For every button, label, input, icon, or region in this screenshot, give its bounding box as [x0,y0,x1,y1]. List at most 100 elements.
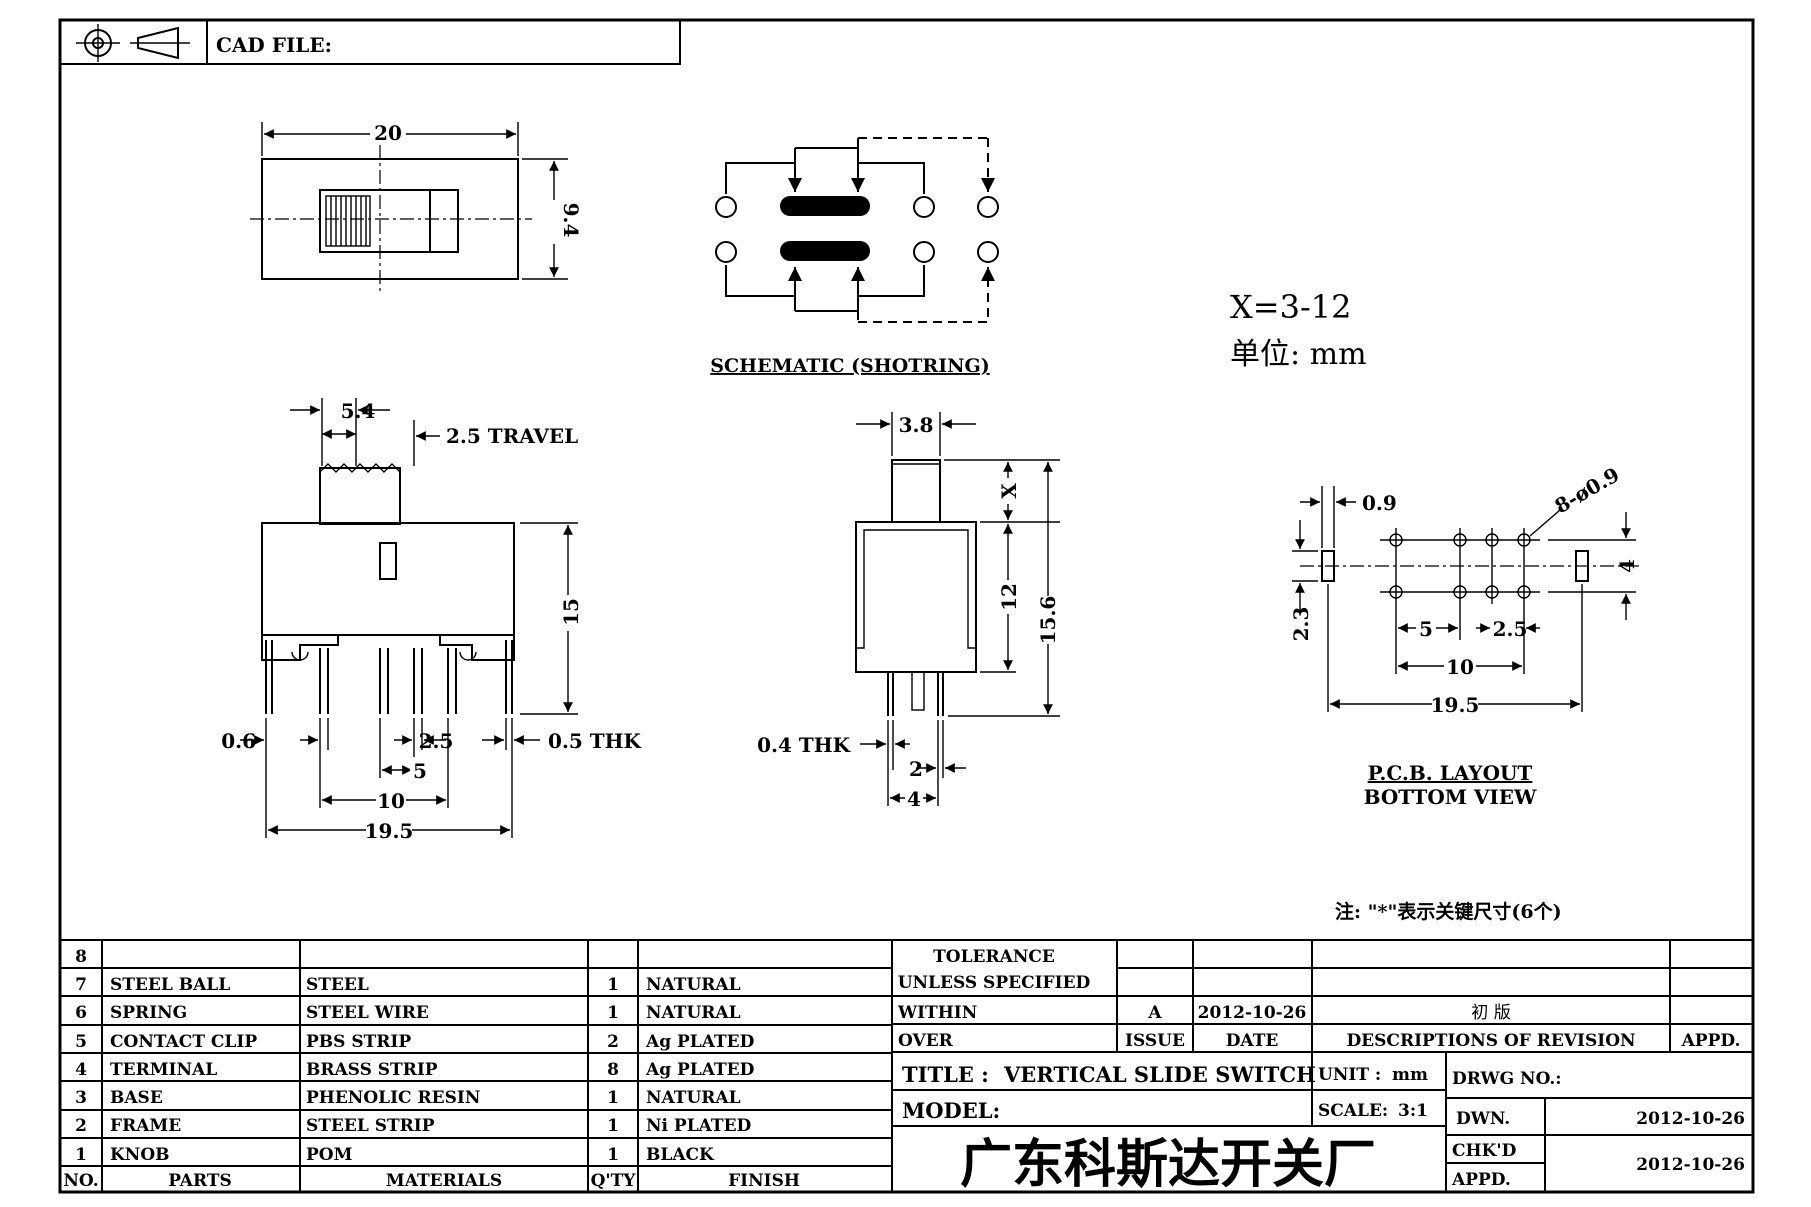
pcb-row-gap-dim: 4 [1615,559,1639,573]
title-block: TOLERANCE UNLESS SPECIFIED WITHIN OVER A… [892,940,1753,1195]
bom-row-6-qty: 1 [607,1003,619,1023]
schematic-diagram: SCHEMATIC (SHOTRING) [710,137,999,377]
bom-row-5-material: PBS STRIP [306,1032,411,1052]
range-unit: 单位: mm [1230,337,1367,372]
side-knob-width-dim: 3.8 [899,413,934,437]
bom-row-7-material: STEEL [306,975,369,995]
range-note: X=3-12 单位: mm [1230,288,1367,372]
front-thickness-dim: 0.5 THK [548,729,642,753]
front-overall-dim: 19.5 [365,819,414,843]
revision-description-label: DESCRIPTIONS OF REVISION [1346,1031,1635,1051]
pcb-mid-pitch-dim: 5 [1419,617,1433,641]
bom-row-1-finish: BLACK [646,1145,715,1165]
bom-row-4-no: 4 [75,1060,87,1080]
tolerance-over: OVER [898,1031,954,1051]
bom-row-2-no: 2 [75,1116,87,1136]
bom-row-6-no: 6 [75,1003,87,1023]
bom-row-3-part: BASE [110,1088,163,1108]
bom-row-1-no: 1 [75,1145,87,1165]
bom-row-7-no: 7 [75,975,87,995]
front-wide-pitch-dim: 10 [377,789,405,813]
drwg-no-label: DRWG NO.: [1452,1069,1562,1089]
front-mid-pitch-dim: 5 [413,759,427,783]
bom-header-qty: Q'TY [591,1171,637,1191]
side-thickness-dim: 0.4 THK [757,733,851,757]
revision-issue-label: ISSUE [1125,1031,1185,1051]
pcb-subtitle: BOTTOM VIEW [1364,785,1537,809]
side-total-height-dim: 15.6 [1036,596,1060,645]
pcb-slot-offset-dim: 2.3 [1289,607,1313,642]
unit-value: mm [1392,1065,1428,1085]
pcb-holes-dim: 8-ø0.9 [1551,462,1624,518]
range-formula: X=3-12 [1230,288,1351,326]
unit-label: UNIT : [1318,1065,1381,1085]
front-view: 5.4 2.5 TRAVEL 15 0.6 2.5 0.5 THK 5 [221,398,642,843]
appd-label: APPD. [1451,1170,1511,1190]
bom-row-1-part: KNOB [110,1145,170,1165]
header-block: CAD FILE: [59,19,681,65]
side-view: 3.8 X 12 15.6 0.4 THK 2 4 [757,412,1060,811]
bom-row-5-finish: Ag PLATED [645,1032,755,1052]
side-body-height-dim: 12 [997,583,1021,611]
company-name: 广东科斯达开关厂 [960,1135,1376,1195]
side-pin-span-dim: 4 [907,787,921,811]
chkd-label: CHK'D [1452,1141,1517,1161]
bom-row-3-material: PHENOLIC RESIN [306,1088,480,1108]
front-small-pitch-dim: 2.5 [419,729,454,753]
chkd-date: 2012-10-26 [1636,1155,1745,1175]
bom-row-4-part: TERMINAL [110,1060,217,1080]
bom-row-5-part: CONTACT CLIP [110,1032,257,1052]
bom-row-2-qty: 1 [607,1116,619,1136]
bom-row-8-no: 8 [75,947,87,967]
top-width-dim: 20 [374,121,402,145]
bom-header-no: NO. [63,1171,98,1191]
dwn-date: 2012-10-26 [1636,1109,1745,1129]
side-knob-height-dim: X [997,483,1021,499]
bom-row-7-qty: 1 [607,975,619,995]
front-knob-dim: 5.4 [341,399,376,423]
bom-row-7-finish: NATURAL [646,975,741,995]
bom-row-2-finish: Ni PLATED [646,1116,752,1136]
schematic-caption: SCHEMATIC (SHOTRING) [710,355,989,377]
title-label: TITLE : [902,1062,989,1087]
bom-header-part: PARTS [168,1171,232,1191]
pcb-small-pitch-dim: 2.5 [1493,617,1528,641]
sheet-border [58,18,1755,1194]
front-travel-dim: 2.5 TRAVEL [446,424,578,448]
bom-row-6-part: SPRING [110,1003,187,1023]
revision-date-label: DATE [1226,1031,1279,1051]
pcb-layout: 0.9 8-ø0.9 4 2.3 5 2.5 10 19.5 P.C.B. [1289,462,1640,809]
title-value: VERTICAL SLIDE SWITCH [1003,1062,1316,1087]
pcb-overall-dim: 19.5 [1431,693,1480,717]
tolerance-within: WITHIN [897,1003,977,1023]
bom-row-1-qty: 1 [607,1145,619,1165]
bom-row-3-qty: 1 [607,1088,619,1108]
bom-row-7-part: STEEL BALL [110,975,230,995]
revision-date-value: 2012-10-26 [1198,1003,1307,1023]
front-pin-width-dim: 0.6 [221,729,256,753]
third-angle-projection-icon [76,24,190,62]
bom-row-5-no: 5 [75,1032,87,1052]
bom-row-6-material: STEEL WIRE [306,1003,429,1023]
bom-header-material: MATERIALS [386,1171,502,1191]
bom-row-2-part: FRAME [110,1116,181,1136]
key-dimension-note: 注: "*"表示关键尺寸(6个) [1335,900,1562,923]
bom-table: 8 7 STEEL BALL STEEL 1 NATURAL 6 SPRING … [60,939,1753,1192]
pcb-slot-width-dim: 0.9 [1362,491,1397,515]
side-pin-gap-dim: 2 [909,757,923,781]
bom-row-3-no: 3 [75,1088,87,1108]
bom-header-finish: FINISH [728,1171,800,1191]
tolerance-title: TOLERANCE [933,947,1055,967]
bom-row-5-qty: 2 [607,1032,619,1052]
bom-row-2-material: STEEL STRIP [306,1116,435,1136]
revision-issue-value: A [1147,1003,1162,1023]
pcb-title: P.C.B. LAYOUT [1368,761,1533,785]
scale-label: SCALE: [1318,1101,1388,1121]
dwn-label: DWN. [1456,1109,1510,1129]
model-label: MODEL: [902,1098,1000,1123]
bom-row-4-qty: 8 [607,1060,619,1080]
top-view: 20 9.4 [250,120,583,292]
bom-row-3-finish: NATURAL [646,1088,741,1108]
top-height-dim: 9.4 [559,203,583,238]
bom-row-4-finish: Ag PLATED [645,1060,755,1080]
